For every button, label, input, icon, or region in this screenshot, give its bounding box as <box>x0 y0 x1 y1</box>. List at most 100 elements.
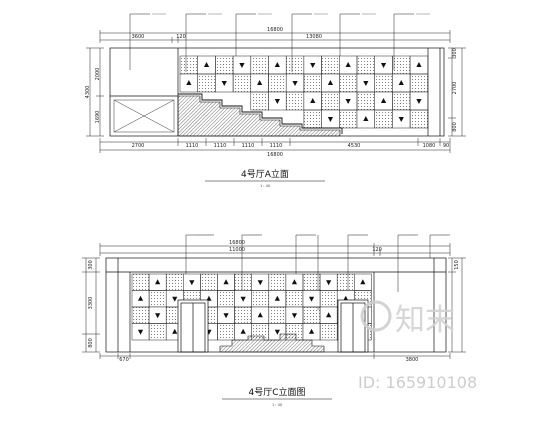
wall-a-tile <box>392 55 411 75</box>
wall-a-tile <box>179 55 198 75</box>
door-frames-c <box>177 299 369 353</box>
wall-a-tile <box>339 73 358 93</box>
bottom-dim-a-3: 1110 <box>214 143 227 149</box>
wall-c-tile <box>165 273 184 291</box>
image-id: ID: 165910108 <box>358 373 477 392</box>
wall-a-tile <box>303 109 322 129</box>
top-dim-c-1: 11000 <box>229 247 245 253</box>
top-dim-a-3: 13080 <box>306 34 322 40</box>
wall-c-tile <box>251 290 270 308</box>
wall-c-tile <box>148 323 167 341</box>
wall-c-tile <box>200 273 218 291</box>
triangle-marker-icon <box>343 295 349 301</box>
bottom-dim-a-7: 1080 <box>423 143 436 149</box>
triangle-marker-icon <box>345 99 351 104</box>
right-dimensions-a <box>448 47 466 137</box>
triangle-marker-icon <box>240 328 246 334</box>
wall-a-tile <box>197 73 216 93</box>
triangle-marker-icon <box>257 280 263 286</box>
triangle-marker-icon <box>310 63 316 68</box>
wall-c-tile <box>319 323 338 341</box>
tile-grid-c <box>131 273 372 341</box>
bottom-dim-a-4: 1110 <box>242 143 255 149</box>
bottom-dimensions-c <box>99 353 451 359</box>
triangle-marker-icon <box>203 62 210 67</box>
wall-a-tile <box>215 55 234 75</box>
wall-a-tile <box>409 73 429 93</box>
wall-a-tile <box>356 55 375 75</box>
triangle-marker-icon <box>137 329 144 335</box>
triangle-marker-icon <box>360 279 366 285</box>
triangle-marker-icon <box>189 280 195 286</box>
wall-c-tile <box>302 273 321 291</box>
right-dim-c-1: 150 <box>454 260 460 270</box>
triangle-marker-icon <box>326 280 332 286</box>
wall-c-tile <box>268 306 287 324</box>
left-panel-a <box>113 99 175 133</box>
callout-leaders-a <box>129 13 414 72</box>
triangle-marker-icon <box>239 63 245 68</box>
triangle-marker-icon <box>345 62 351 67</box>
elevation-c: 16800 11000 120 300 3300 800 150 <box>82 234 466 407</box>
wall-c-tile <box>217 323 235 341</box>
wall-a-tile <box>339 109 358 129</box>
triangle-marker-icon <box>291 279 298 285</box>
left-dim-a-2: 2000 <box>95 68 101 81</box>
triangle-marker-icon <box>310 98 316 103</box>
triangle-marker-icon <box>380 63 387 68</box>
wall-a-tile <box>285 91 305 111</box>
wall-a-tile <box>250 91 269 111</box>
left-dim-c-1: 300 <box>88 260 94 270</box>
triangle-marker-icon <box>327 80 334 85</box>
wall-c-tile <box>131 273 150 291</box>
left-dim-c-3: 800 <box>88 338 94 348</box>
bottom-dim-a-6: 4530 <box>348 143 361 149</box>
triangle-marker-icon <box>186 80 192 85</box>
triangle-marker-icon <box>416 62 422 67</box>
triangle-marker-icon <box>155 279 161 285</box>
wall-a-tile <box>321 55 340 75</box>
right-dim-a-3: 800 <box>452 122 458 132</box>
wall-c-tile <box>302 306 321 324</box>
wall-c-tile <box>285 290 304 308</box>
triangle-marker-icon <box>137 295 144 301</box>
wall-a-tile <box>321 91 340 111</box>
bottom-dimensions-a <box>99 138 451 153</box>
bottom-dim-a-5: 1110 <box>270 143 283 149</box>
triangle-marker-icon <box>398 80 404 85</box>
brand-logo-icon <box>360 300 392 332</box>
wall-c-tile <box>234 273 252 291</box>
triangle-marker-icon <box>326 312 332 318</box>
triangle-marker-icon <box>398 117 404 122</box>
triangle-marker-icon <box>240 296 246 302</box>
wall-a-tile <box>374 109 393 129</box>
triangle-marker-icon <box>363 116 369 121</box>
wall-c-tile <box>319 290 338 308</box>
top-dim-a-2: 120 <box>176 34 186 40</box>
stair-section-a <box>177 95 341 137</box>
right-dimensions-c <box>448 257 466 353</box>
left-dim-c-2: 3300 <box>88 297 94 310</box>
triangle-marker-icon <box>327 117 334 122</box>
wall-c-tile <box>268 273 287 291</box>
left-dimensions-c <box>82 257 100 353</box>
bottom-dim-c-1: 670 <box>119 357 129 363</box>
elevation-a: 16800 3600 120 13080 4300 2000 1690 300 … <box>85 13 466 188</box>
bottom-dim-a-1: 2700 <box>132 143 145 149</box>
watermark: 知末 ID: 165910108 <box>358 300 477 392</box>
wall-a-tile <box>409 109 429 129</box>
triangle-marker-icon <box>223 313 229 319</box>
triangle-marker-icon <box>274 62 280 67</box>
right-dim-a-2: 2700 <box>452 82 458 95</box>
left-dim-a-3: 1690 <box>95 111 101 124</box>
title-elevation-a: 4号厅A立面 <box>241 168 289 180</box>
wall-a-tile <box>374 73 393 93</box>
triangle-marker-icon <box>308 328 315 334</box>
top-dimensions-a <box>99 30 451 43</box>
left-dimensions-a <box>86 47 104 137</box>
brand-name: 知末 <box>395 303 455 338</box>
triangle-marker-icon <box>206 295 212 301</box>
wall-a-tile <box>268 73 287 93</box>
